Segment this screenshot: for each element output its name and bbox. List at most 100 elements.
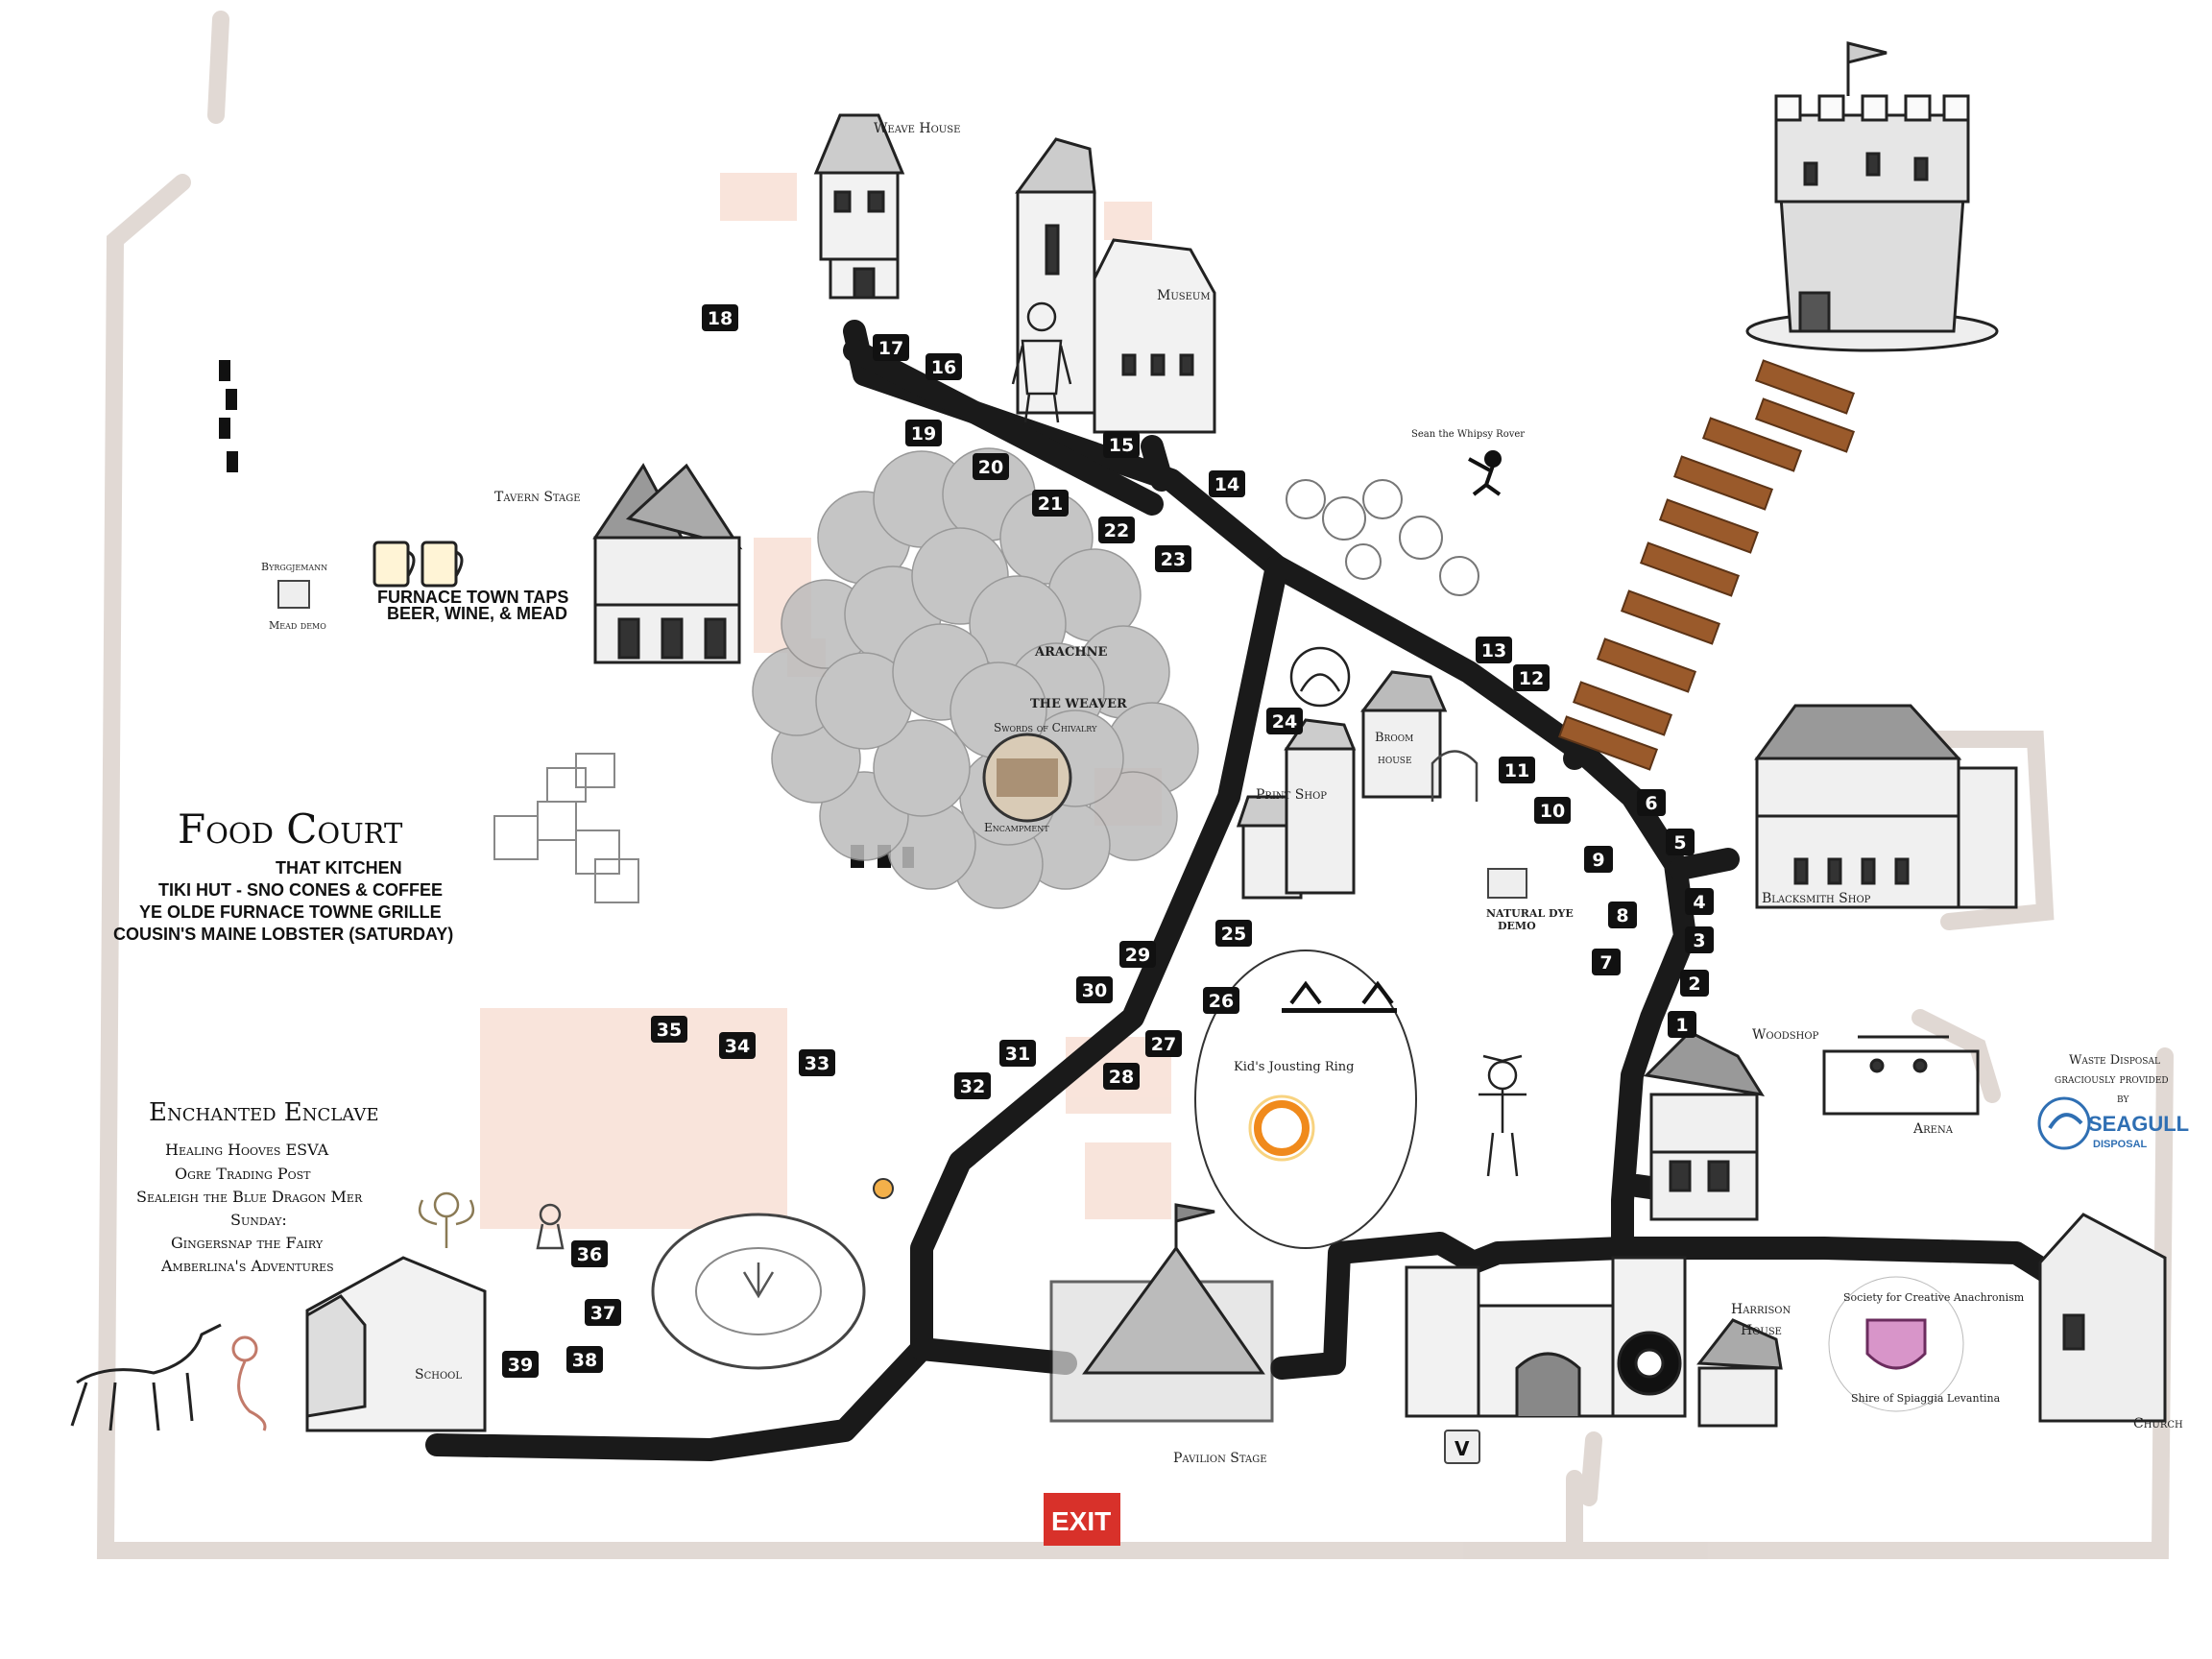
- booth-box: [1103, 1063, 1140, 1090]
- booth-box: [1203, 987, 1239, 1014]
- booth-marker-16[interactable]: 16: [926, 353, 962, 380]
- booth-marker-13[interactable]: 13: [1476, 637, 1512, 663]
- beer-mugs-icon: [373, 541, 464, 588]
- booth-marker-21[interactable]: 21: [1032, 490, 1069, 517]
- booth-marker-27[interactable]: 27: [1145, 1030, 1182, 1057]
- sca-bottom-label: Shire of Spiaggia Levantina: [1851, 1392, 2001, 1405]
- exit-sign[interactable]: EXIT: [1044, 1493, 1120, 1546]
- print-shop-label: Print Shop: [1256, 787, 1327, 803]
- enclave-item-5: Gingersnap the Fairy: [171, 1234, 324, 1252]
- booth-number: 16: [931, 357, 956, 378]
- booth-marker-8[interactable]: 8: [1608, 902, 1637, 928]
- booth-marker-3[interactable]: 3: [1685, 926, 1714, 953]
- booth-marker-15[interactable]: 15: [1103, 431, 1140, 458]
- booth-marker-14[interactable]: 14: [1209, 470, 1245, 497]
- booth-box: [1637, 789, 1666, 816]
- booth-number: 19: [911, 423, 936, 445]
- booth-marker-39[interactable]: 39: [502, 1351, 539, 1378]
- print-shop-icon: [1236, 718, 1357, 900]
- booth-marker-9[interactable]: 9: [1584, 846, 1613, 873]
- booth-number: 36: [577, 1244, 602, 1265]
- booth-marker-19[interactable]: 19: [905, 420, 942, 446]
- booth-marker-22[interactable]: 22: [1098, 517, 1135, 543]
- ogre-icon: [536, 1203, 565, 1250]
- booth-marker-12[interactable]: 12: [1513, 664, 1550, 691]
- seagull-logo-icon: [2037, 1096, 2091, 1150]
- booth-number: 20: [978, 457, 1003, 478]
- blacksmith-label: Blacksmith Shop: [1762, 891, 1871, 906]
- booth-marker-18[interactable]: 18: [702, 304, 738, 331]
- booth-number: 14: [1214, 474, 1239, 495]
- booth-marker-36[interactable]: 36: [571, 1240, 608, 1267]
- booth-v[interactable]: V: [1444, 1430, 1480, 1464]
- booth-marker-11[interactable]: 11: [1499, 757, 1535, 783]
- booth-number: 15: [1109, 435, 1134, 456]
- booth-number: 24: [1272, 711, 1297, 733]
- mead-booth-icon: [277, 580, 310, 609]
- booth-marker-38[interactable]: 38: [566, 1346, 603, 1373]
- booth-marker-34[interactable]: 34: [719, 1032, 756, 1059]
- booth-number: 1: [1675, 1015, 1688, 1036]
- harrison-line2: House: [1741, 1323, 1782, 1338]
- booth-marker-26[interactable]: 26: [1203, 987, 1239, 1014]
- booth-marker-10[interactable]: 10: [1534, 797, 1571, 824]
- food-item-2: TIKI HUT - SNO CONES & COFFEE: [158, 880, 443, 900]
- booth-marker-28[interactable]: 28: [1103, 1063, 1140, 1090]
- mead-demo-label: Mead demo: [269, 619, 326, 632]
- booth-box: [1680, 970, 1709, 997]
- booth-marker-23[interactable]: 23: [1155, 545, 1191, 572]
- seagull-sub: DISPOSAL: [2093, 1139, 2148, 1150]
- byrggjemann-label: Byrggjemann: [261, 561, 327, 573]
- booth-box: [1476, 637, 1512, 663]
- booth-marker-29[interactable]: 29: [1119, 941, 1156, 968]
- booth-number: 32: [960, 1076, 985, 1097]
- booth-marker-2[interactable]: 2: [1680, 970, 1709, 997]
- arachne-line2: THE WEAVER: [1030, 697, 1127, 711]
- statue-icon: [1011, 301, 1072, 423]
- booth-markers: 1234567891011121314151617181920212223242…: [502, 304, 1714, 1378]
- booth-marker-1[interactable]: 1: [1668, 1011, 1696, 1038]
- booth-marker-6[interactable]: 6: [1637, 789, 1666, 816]
- booth-marker-33[interactable]: 33: [799, 1049, 835, 1076]
- tavern-stage-label: Tavern Stage: [494, 490, 581, 505]
- booth-marker-4[interactable]: 4: [1685, 888, 1714, 915]
- booth-number: 3: [1693, 930, 1705, 951]
- booth-marker-5[interactable]: 5: [1666, 829, 1695, 855]
- blacksmith-shop-icon: [1754, 704, 2018, 909]
- dye-line2: DEMO: [1498, 920, 1536, 932]
- arena-label: Arena: [1912, 1121, 1954, 1137]
- booth-box: [973, 453, 1009, 480]
- food-item-3: YE OLDE FURNACE TOWNE GRILLE: [139, 902, 442, 922]
- booth-box: [873, 334, 909, 361]
- booth-marker-17[interactable]: 17: [873, 334, 909, 361]
- sca-badge: [1828, 1276, 1964, 1412]
- sean-label: Sean the Whipsy Rover: [1411, 429, 1525, 440]
- booth-marker-25[interactable]: 25: [1215, 920, 1252, 947]
- enclave-item-6: Amberlina's Adventures: [160, 1257, 334, 1275]
- flower-garden: [651, 1213, 866, 1370]
- booth-marker-31[interactable]: 31: [999, 1040, 1036, 1067]
- school-label: School: [415, 1367, 462, 1382]
- booth-number: 4: [1693, 892, 1705, 913]
- booth-number: 27: [1151, 1034, 1176, 1055]
- booth-box: [1685, 926, 1714, 953]
- booth-number: 23: [1161, 549, 1186, 570]
- booth-box: [1155, 545, 1191, 572]
- booth-marker-7[interactable]: 7: [1592, 949, 1621, 975]
- encampment-badge: [982, 733, 1072, 823]
- enclave-item-3: Sealeigh the Blue Dragon Mer: [136, 1188, 363, 1206]
- church-icon: [2038, 1213, 2167, 1423]
- booth-marker-24[interactable]: 24: [1266, 708, 1303, 734]
- booth-number: 5: [1673, 832, 1686, 854]
- tower-icon: [1745, 41, 1999, 352]
- booth-marker-20[interactable]: 20: [973, 453, 1009, 480]
- booth-box: [999, 1040, 1036, 1067]
- booth-marker-30[interactable]: 30: [1076, 976, 1113, 1003]
- booth-marker-35[interactable]: 35: [651, 1016, 687, 1043]
- booth-box: [905, 420, 942, 446]
- enclave-item-4: Sunday:: [230, 1211, 287, 1229]
- food-item-4: COUSIN'S MAINE LOBSTER (SATURDAY): [113, 925, 453, 944]
- booth-marker-37[interactable]: 37: [585, 1299, 621, 1326]
- booth-marker-32[interactable]: 32: [954, 1072, 991, 1099]
- booth-box: [702, 304, 738, 331]
